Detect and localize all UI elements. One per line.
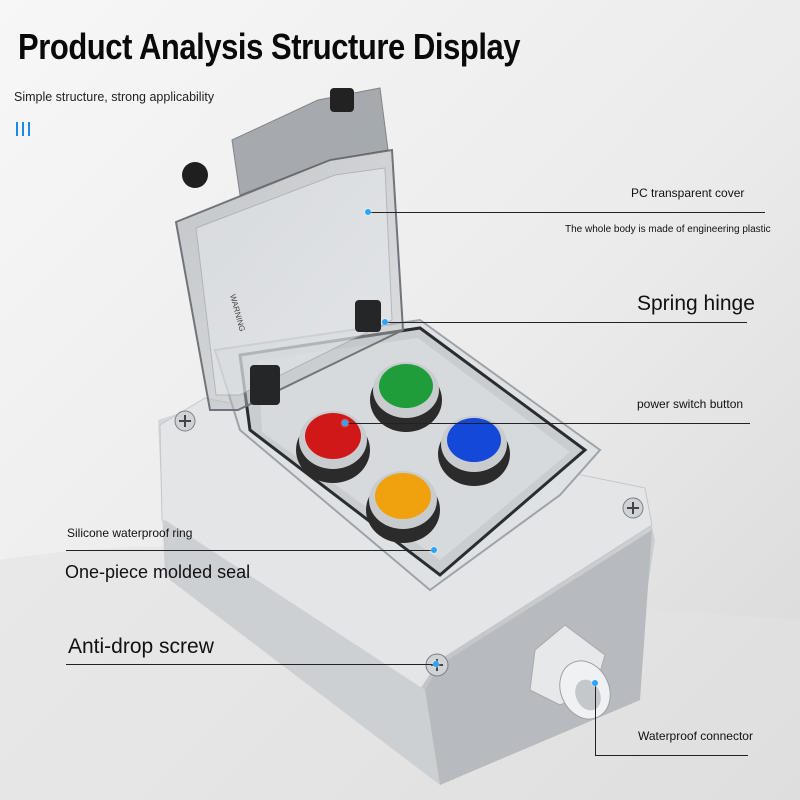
connector-leader-vertical: [595, 683, 596, 755]
button-marker: [342, 420, 348, 426]
screw-leader-line: [66, 664, 436, 665]
button-label: power switch button: [637, 397, 744, 411]
push-buttons: [296, 362, 510, 543]
cover-leader-line: [368, 212, 765, 213]
hinge-leader-line: [385, 322, 747, 323]
seal-label: One-piece molded seal: [65, 562, 251, 582]
ring-label: Silicone waterproof ring: [67, 526, 193, 540]
cable-gland: [529, 624, 611, 720]
cover-label: PC transparent cover: [631, 186, 745, 200]
hinge-label: Spring hinge: [637, 292, 755, 315]
connector-label: Waterproof connector: [638, 729, 753, 743]
page-subtitle: Simple structure, strong applicability: [14, 90, 215, 104]
hinge-marker: [382, 319, 388, 325]
enclosure-box: [158, 318, 655, 785]
screw-marker: [433, 661, 439, 667]
screw-label: Anti-drop screw: [68, 635, 214, 658]
accent-bars-icon: [16, 122, 36, 138]
transparent-cover: WARNING: [174, 87, 405, 411]
cover-marker: [365, 209, 371, 215]
page-title: Product Analysis Structure Display: [18, 26, 521, 67]
button-leader-line: [345, 423, 750, 424]
cover-note: The whole body is made of engineering pl…: [565, 224, 771, 235]
connector-leader-line: [595, 755, 748, 756]
connector-marker: [592, 680, 598, 686]
ring-leader-line: [66, 550, 434, 551]
ring-marker: [431, 547, 437, 553]
